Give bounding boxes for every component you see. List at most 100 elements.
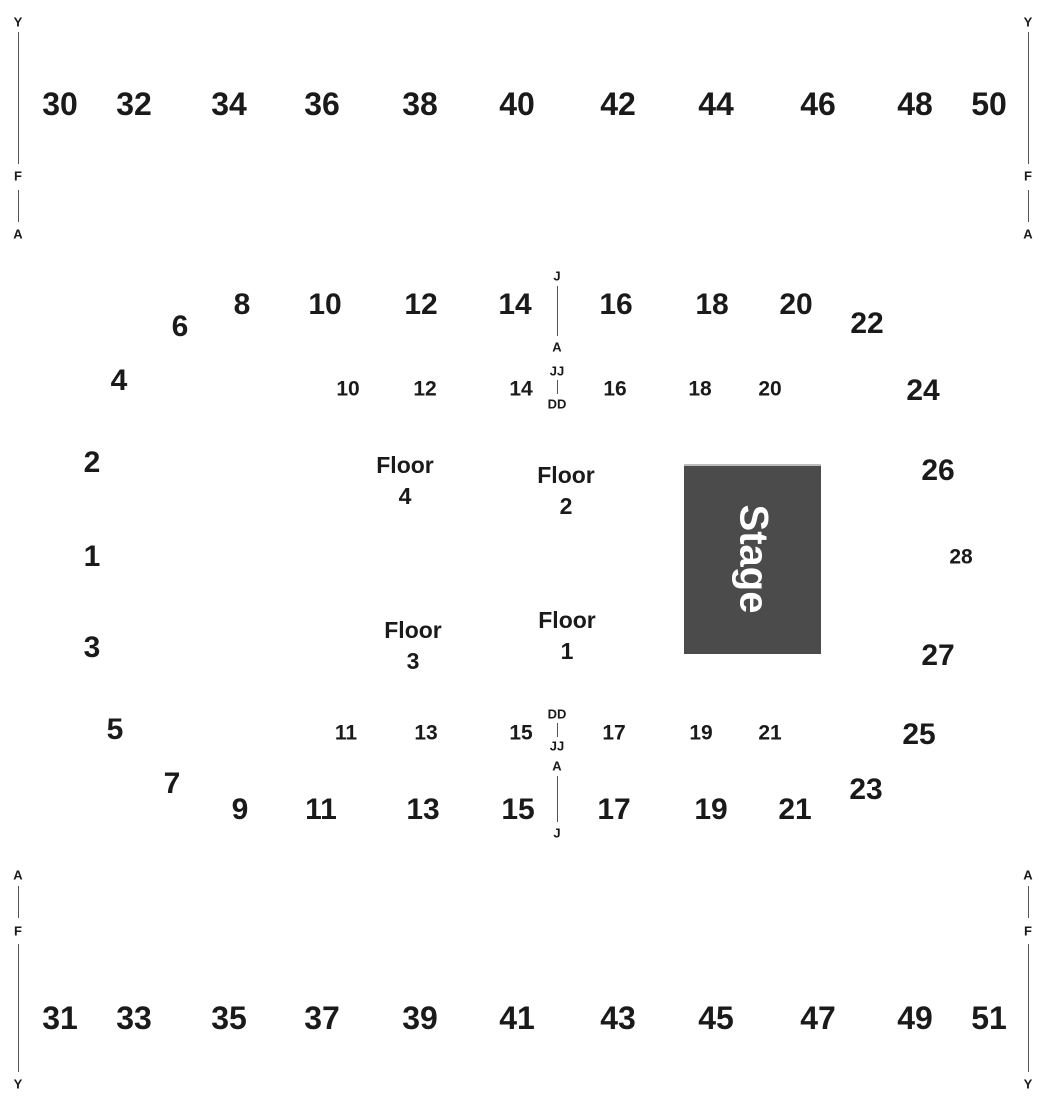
section-25[interactable]: 25 (902, 718, 936, 751)
section-51[interactable]: 51 (971, 1000, 1007, 1036)
row-line (557, 723, 558, 737)
section-5[interactable]: 5 (106, 713, 124, 746)
floor-title: Floor (384, 617, 442, 643)
section-48[interactable]: 48 (897, 86, 933, 122)
row-j-label: J (553, 268, 561, 284)
section-21[interactable]: 21 (778, 793, 812, 826)
row-a-label: A (552, 758, 562, 774)
section-32[interactable]: 32 (116, 86, 152, 122)
section-f19[interactable]: 19 (689, 721, 713, 745)
section-f20[interactable]: 20 (758, 377, 782, 401)
section-43[interactable]: 43 (600, 1000, 636, 1036)
section-6[interactable]: 6 (171, 310, 189, 343)
section-34[interactable]: 34 (211, 86, 247, 122)
section-f14[interactable]: 14 (509, 377, 533, 401)
row-line (18, 944, 19, 1072)
section-f18[interactable]: 18 (688, 377, 712, 401)
section-38[interactable]: 38 (402, 86, 438, 122)
floor-title: Floor (537, 462, 595, 488)
row-a-label: A (1023, 226, 1033, 242)
section-f13[interactable]: 13 (414, 721, 438, 745)
section-20[interactable]: 20 (779, 288, 813, 321)
section-11[interactable]: 11 (305, 793, 337, 826)
section-18[interactable]: 18 (695, 288, 729, 321)
floor-4[interactable]: Floor 4 (376, 450, 434, 512)
section-13[interactable]: 13 (406, 793, 440, 826)
section-28[interactable]: 28 (949, 545, 973, 569)
row-f-label: F (14, 923, 22, 939)
floor-number: 4 (398, 483, 412, 509)
row-line (18, 886, 19, 918)
section-46[interactable]: 46 (800, 86, 836, 122)
section-47[interactable]: 47 (800, 1000, 836, 1036)
section-f15[interactable]: 15 (509, 721, 533, 745)
section-41[interactable]: 41 (499, 1000, 535, 1036)
section-4[interactable]: 4 (110, 364, 128, 397)
row-a-label: A (13, 867, 23, 883)
section-31[interactable]: 31 (42, 1000, 78, 1036)
row-line (557, 380, 558, 394)
section-f12[interactable]: 12 (413, 377, 437, 401)
section-27[interactable]: 27 (921, 639, 955, 672)
row-jj-label: JJ (549, 738, 565, 754)
section-19[interactable]: 19 (694, 793, 728, 826)
section-3[interactable]: 3 (83, 631, 101, 664)
row-line (557, 286, 558, 336)
row-line (557, 776, 558, 822)
section-26[interactable]: 26 (921, 454, 955, 487)
stage-label: Stage (731, 504, 775, 614)
section-37[interactable]: 37 (304, 1000, 340, 1036)
section-33[interactable]: 33 (116, 1000, 152, 1036)
row-line (1028, 190, 1029, 222)
floor-2[interactable]: Floor 2 (537, 460, 595, 522)
row-dd-label: DD (547, 396, 567, 412)
floor-1[interactable]: Floor 1 (538, 605, 596, 667)
section-50[interactable]: 50 (971, 86, 1007, 122)
section-22[interactable]: 22 (850, 307, 884, 340)
section-f21[interactable]: 21 (758, 721, 782, 745)
stage: Stage (684, 464, 821, 654)
section-16[interactable]: 16 (599, 288, 633, 321)
row-y-label: Y (13, 14, 23, 30)
section-f11[interactable]: 11 (334, 721, 358, 745)
section-15[interactable]: 15 (501, 793, 535, 826)
section-f10[interactable]: 10 (336, 377, 360, 401)
section-7[interactable]: 7 (163, 767, 181, 800)
floor-3[interactable]: Floor 3 (384, 615, 442, 677)
section-9[interactable]: 9 (231, 793, 249, 826)
row-line (18, 32, 19, 164)
section-1[interactable]: 1 (83, 540, 101, 573)
stage-edge (684, 464, 821, 466)
section-f17[interactable]: 17 (602, 721, 626, 745)
section-45[interactable]: 45 (698, 1000, 734, 1036)
section-42[interactable]: 42 (600, 86, 636, 122)
section-12[interactable]: 12 (404, 288, 438, 321)
row-dd-label: DD (547, 706, 567, 722)
row-a-label: A (1023, 867, 1033, 883)
section-2[interactable]: 2 (83, 446, 101, 479)
section-14[interactable]: 14 (498, 288, 532, 321)
section-23[interactable]: 23 (849, 773, 883, 806)
section-35[interactable]: 35 (211, 1000, 247, 1036)
section-44[interactable]: 44 (698, 86, 734, 122)
row-y-label: Y (1023, 14, 1033, 30)
section-f16[interactable]: 16 (603, 377, 627, 401)
row-f-label: F (14, 168, 22, 184)
row-f-label: F (1024, 168, 1032, 184)
section-39[interactable]: 39 (402, 1000, 438, 1036)
row-line (1028, 944, 1029, 1072)
section-24[interactable]: 24 (906, 374, 940, 407)
row-jj-label: JJ (549, 363, 565, 379)
section-10[interactable]: 10 (308, 288, 342, 321)
row-line (1028, 886, 1029, 918)
section-8[interactable]: 8 (233, 288, 251, 321)
floor-title: Floor (538, 607, 596, 633)
row-f-label: F (1024, 923, 1032, 939)
row-a-label: A (552, 339, 562, 355)
section-17[interactable]: 17 (597, 793, 631, 826)
section-40[interactable]: 40 (499, 86, 535, 122)
section-36[interactable]: 36 (304, 86, 340, 122)
section-49[interactable]: 49 (897, 1000, 933, 1036)
row-y-label: Y (1023, 1076, 1033, 1092)
section-30[interactable]: 30 (42, 86, 78, 122)
